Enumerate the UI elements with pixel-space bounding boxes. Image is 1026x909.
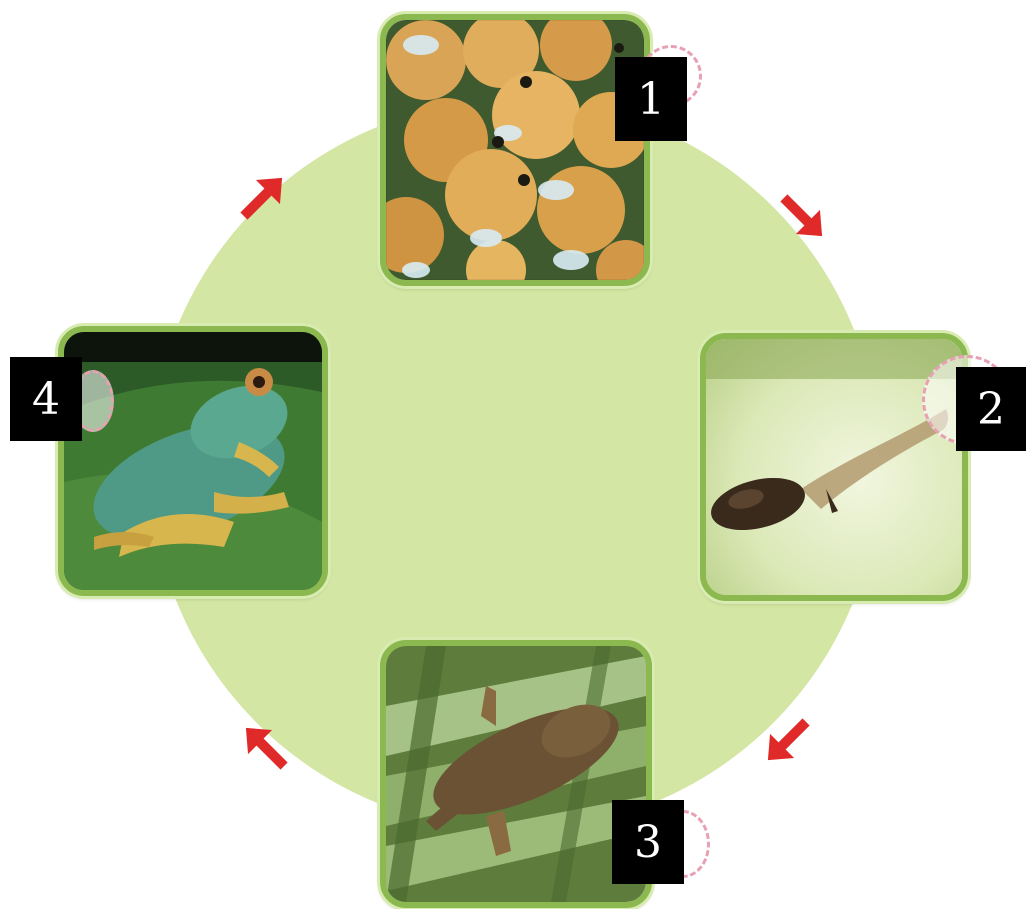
stage-3-number-label: 3: [612, 800, 684, 884]
stage-4-number-label: 4: [10, 357, 82, 441]
froglet-photo: [386, 646, 646, 902]
arrow-right-down-icon: [768, 182, 838, 252]
arrow-right-up-icon: [228, 162, 298, 232]
tadpole-photo: [706, 339, 962, 595]
arrow-left-down-icon: [752, 706, 822, 776]
arrow-left-up-icon: [230, 712, 300, 782]
stage-1-eggs-image: [380, 14, 650, 286]
stage-2-number-label: 2: [956, 367, 1026, 451]
stage-2-tadpole-image: [700, 333, 968, 601]
frog-eggs-photo: [386, 20, 644, 280]
adult-frog-photo: [64, 332, 322, 590]
stage-4-adult-frog-image: [58, 326, 328, 596]
stage-1-number-label: 1: [615, 57, 687, 141]
